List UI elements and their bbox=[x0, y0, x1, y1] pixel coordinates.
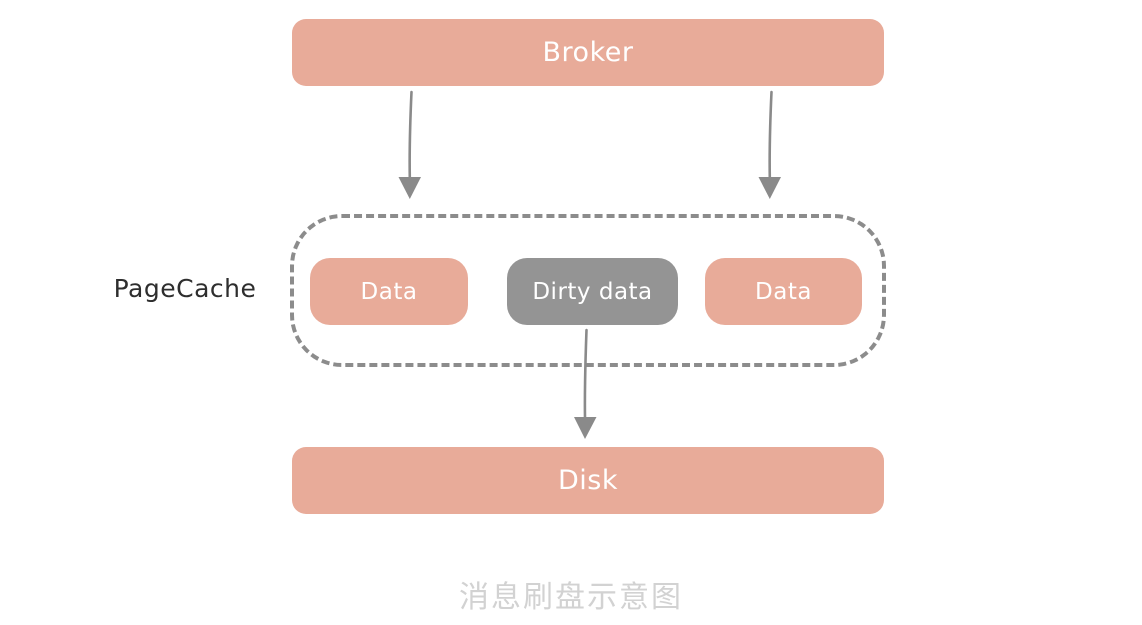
cache-block-data-left: Data bbox=[310, 258, 468, 325]
disk-label: Disk bbox=[558, 465, 618, 496]
disk-node: Disk bbox=[292, 447, 884, 514]
arrow-broker-to-pagecache-left bbox=[398, 90, 421, 199]
diagram-caption: 消息刷盘示意图 bbox=[459, 580, 683, 615]
broker-node: Broker bbox=[292, 19, 884, 86]
cache-block-label: Data bbox=[755, 278, 812, 305]
pagecache-label: PageCache bbox=[113, 274, 257, 303]
cache-block-label: Dirty data bbox=[532, 278, 653, 305]
broker-label: Broker bbox=[542, 37, 634, 68]
cache-block-dirty-data: Dirty data bbox=[507, 258, 678, 325]
arrow-broker-to-pagecache-right bbox=[758, 90, 781, 199]
pagecache-container bbox=[290, 214, 886, 367]
cache-block-label: Data bbox=[360, 278, 418, 305]
cache-block-data-right: Data bbox=[705, 258, 862, 325]
